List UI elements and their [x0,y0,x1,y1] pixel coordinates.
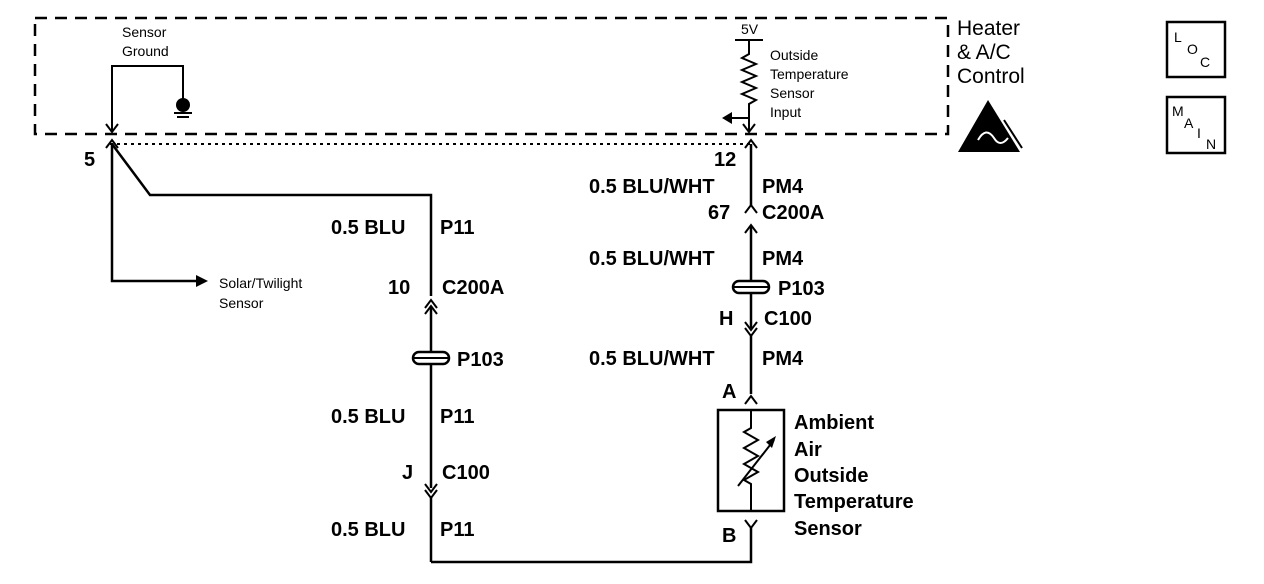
pin-12-label: 12 [714,149,736,171]
right-c200a-pin: 67 [708,202,730,224]
sensor-input-line3: Sensor [770,85,815,101]
thermistor-icon [737,410,776,511]
ambient-line1: Ambient [794,412,874,434]
left-wire-top [110,143,433,296]
right-circ1-label: PM4 [762,176,804,198]
left-splice-icon [411,350,451,366]
left-c200a-pin: 10 [388,277,410,299]
right-c100-connector [744,321,758,332]
loc-c: C [1200,54,1210,70]
pin-b-connector [744,519,758,530]
right-c100-pin: H [719,308,733,330]
left-wire2-label: 0.5 BLU [331,406,405,428]
pin12-connector [744,138,758,149]
sensor-input-line1: Outside [770,47,818,63]
left-c100-pin: J [402,462,413,484]
main-icon[interactable]: M A I N [1165,95,1227,155]
pin-5-label: 5 [84,149,95,171]
right-wire1-label: 0.5 BLU/WHT [589,176,715,198]
ambient-line3: Outside [794,465,868,487]
right-c100-label: C100 [764,308,812,330]
right-c200a-connector-2 [744,223,758,234]
sensor-ground-line2: Ground [122,43,169,59]
loc-o: O [1187,41,1198,57]
sensor-input-line2: Temperature [770,66,849,82]
loc-icon[interactable]: L O C [1165,20,1227,79]
pin12-arrow [742,123,756,134]
left-circ1-label: P11 [440,217,474,239]
left-c200a-label: C200A [442,277,504,299]
pin-a-connector [744,394,758,405]
left-c100-connector [424,483,438,494]
right-circ2-label: PM4 [762,248,804,270]
sensor-pin-a: A [722,381,736,403]
main-n: N [1206,136,1216,152]
right-c200a-label: C200A [762,202,824,224]
esd-warning-icon [958,100,1023,152]
bottom-return-wire [431,528,753,564]
sensor-input-line4: Input [770,104,801,120]
left-wire1-label: 0.5 BLU [331,217,405,239]
loc-l: L [1174,29,1182,45]
left-c200a-connector [424,298,438,309]
sensor-input-arrow [722,112,749,124]
pin5-connector [105,138,119,149]
right-wire2-label: 0.5 BLU/WHT [589,248,715,270]
pin5-arrow [105,123,119,134]
left-circ2-label: P11 [440,406,474,428]
right-splice-icon [731,279,771,295]
right-splice-label: P103 [778,278,825,300]
solar-line1: Solar/Twilight [219,275,302,291]
sensor-pin-b: B [722,525,736,547]
ambient-line4: Temperature [794,491,914,513]
module-name-line2: & A/C [957,41,1011,64]
right-wire3-label: 0.5 BLU/WHT [589,348,715,370]
left-wire3-label: 0.5 BLU [331,519,405,541]
solar-sensor-wire [110,144,196,283]
ambient-line2: Air [794,439,822,461]
right-c200a-connector [744,203,758,214]
left-circ3-label: P11 [440,519,474,541]
ground-icon [174,98,192,118]
module-name-line1: Heater [957,17,1020,40]
solar-line2: Sensor [219,295,264,311]
left-splice-label: P103 [457,349,504,371]
main-a: A [1184,115,1194,131]
right-circ3-label: PM4 [762,348,804,370]
sensor-ground-wire [111,65,184,132]
main-m: M [1172,103,1184,119]
sensor-ground-line1: Sensor [122,24,167,40]
left-c100-label: C100 [442,462,490,484]
module-boundary [33,16,950,136]
resistor-icon [739,40,759,132]
main-i: I [1197,125,1201,141]
module-name-line3: Control [957,65,1025,88]
solar-arrow-icon [196,275,208,287]
five-volt-label: 5V [741,21,759,37]
ambient-line5: Sensor [794,518,862,540]
